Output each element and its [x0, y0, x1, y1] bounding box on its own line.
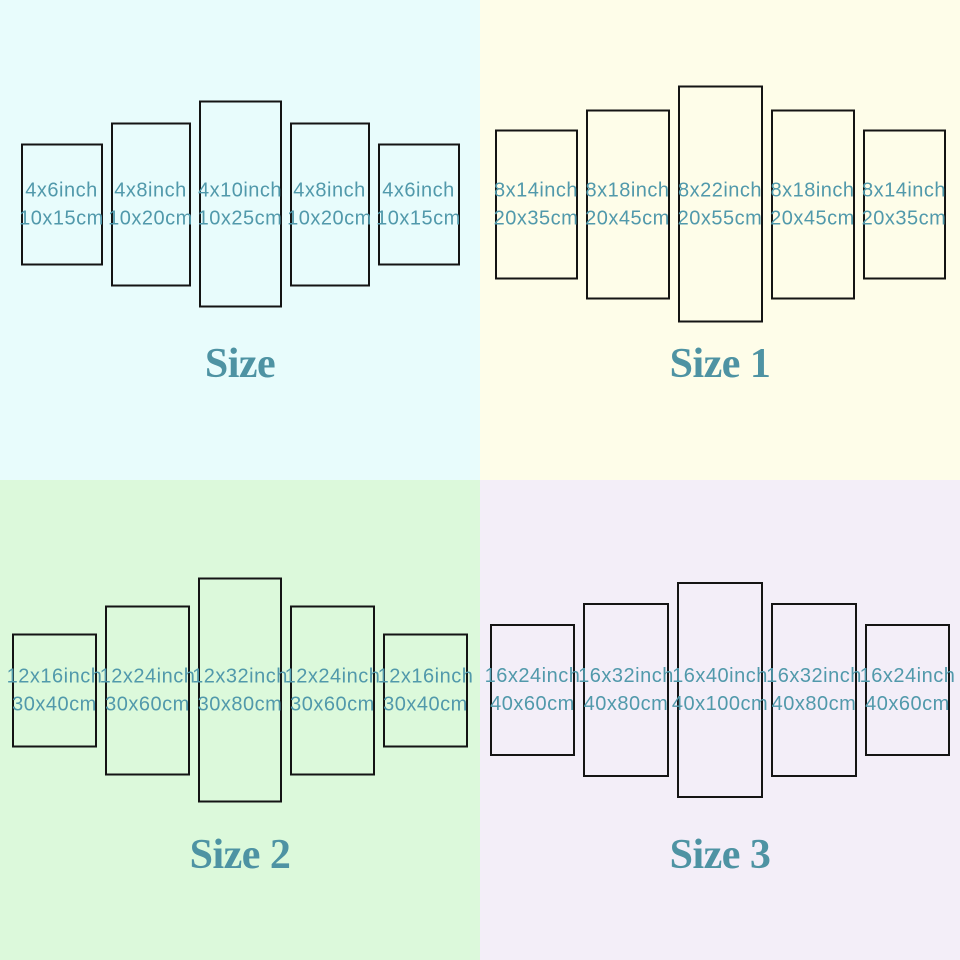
panel-size-cm: 10x15cm [376, 207, 461, 229]
panel-size-cm: 10x25cm [197, 207, 283, 229]
panel-size-inch: 4x8inch [293, 179, 366, 201]
panel-size-inch: 16x24inch [484, 665, 581, 687]
canvas-panel: 16x40inch 40x100cm [672, 582, 768, 798]
canvas-panel: 16x24inch 40x60cm [485, 624, 580, 756]
panel-size-inch: 8x18inch [585, 179, 670, 201]
canvas-panel: 8x14inch 20x35cm [861, 129, 947, 279]
canvas-panel: 4x6inch 10x15cm [19, 143, 104, 265]
panel-size-inch: 16x32inch [578, 665, 674, 687]
canvas-panel: 16x24inch 40x60cm [860, 624, 955, 756]
panel-row-size-1: 8x14inch 20x35cm 8x18inch 20x45cm 8x22inch 20… [480, 85, 960, 323]
canvas-panel: 12x24inch 30x60cm [100, 605, 195, 775]
quadrant-title-size: Size [204, 341, 276, 387]
panel-size-cm: 20x45cm [770, 207, 855, 229]
panel-size-inch: 8x22inch [677, 179, 763, 201]
canvas-panel: 12x32inch 30x80cm [192, 577, 287, 803]
panel-size-cm: 30x40cm [12, 693, 97, 715]
panel-size-inch: 4x6inch [25, 179, 98, 201]
panel-size-inch: 16x40inch [672, 665, 768, 687]
panel-size-inch: 8x14inch [861, 179, 947, 201]
panel-size-inch: 12x24inch [99, 665, 196, 687]
canvas-panel: 4x6inch 10x15cm [376, 143, 461, 265]
canvas-panel: 8x14inch 20x35cm [493, 129, 579, 279]
panel-size-cm: 40x80cm [771, 693, 857, 715]
panel-size-cm: 30x80cm [197, 693, 283, 715]
canvas-panel: 16x32inch 40x80cm [578, 603, 673, 777]
quadrant-title-size-1: Size 1 [669, 341, 771, 387]
panel-size-cm: 40x60cm [490, 693, 575, 715]
canvas-panel: 12x16inch 30x40cm [7, 633, 102, 747]
canvas-panel: 8x18inch 20x45cm [585, 109, 670, 299]
canvas-panel: 4x10inch 10x25cm [197, 100, 283, 308]
quadrant-size-1: 8x14inch 20x35cm 8x18inch 20x45cm 8x22inch 20… [480, 0, 960, 480]
panel-size-inch: 12x24inch [284, 665, 381, 687]
panel-size-cm: 20x35cm [493, 207, 579, 229]
canvas-panel: 12x24inch 30x60cm [285, 605, 380, 775]
panel-size-inch: 4x6inch [382, 179, 455, 201]
panel-size-cm: 40x60cm [865, 693, 950, 715]
panel-size-cm: 30x60cm [105, 693, 190, 715]
quadrant-title-size-3: Size 3 [669, 832, 771, 878]
panel-size-cm: 20x55cm [677, 207, 763, 229]
panel-size-cm: 10x20cm [108, 207, 193, 229]
panel-size-cm: 10x20cm [287, 207, 372, 229]
panel-size-inch: 12x16inch [6, 665, 103, 687]
panel-size-inch: 8x14inch [493, 179, 579, 201]
panel-size-cm: 30x60cm [290, 693, 375, 715]
panel-size-cm: 40x100cm [671, 693, 769, 715]
canvas-panel: 4x8inch 10x20cm [108, 122, 193, 286]
quadrant-title-size-2: Size 2 [189, 832, 291, 878]
canvas-panel: 8x22inch 20x55cm [677, 85, 763, 323]
panel-size-inch: 16x32inch [766, 665, 862, 687]
panel-size-inch: 16x24inch [859, 665, 956, 687]
panel-size-cm: 10x15cm [19, 207, 104, 229]
canvas-panel: 4x8inch 10x20cm [287, 122, 372, 286]
panel-size-inch: 12x32inch [192, 665, 288, 687]
panel-size-inch: 12x16inch [377, 665, 474, 687]
canvas-panel: 8x18inch 20x45cm [770, 109, 855, 299]
panel-size-cm: 30x40cm [383, 693, 468, 715]
panel-size-cm: 20x45cm [585, 207, 670, 229]
panel-size-cm: 20x35cm [861, 207, 947, 229]
panel-size-inch: 4x8inch [114, 179, 187, 201]
panel-size-inch: 4x10inch [197, 179, 283, 201]
canvas-panel: 12x16inch 30x40cm [378, 633, 473, 747]
panel-size-cm: 40x80cm [583, 693, 669, 715]
panel-size-inch: 8x18inch [770, 179, 855, 201]
canvas-panel: 16x32inch 40x80cm [766, 603, 861, 777]
